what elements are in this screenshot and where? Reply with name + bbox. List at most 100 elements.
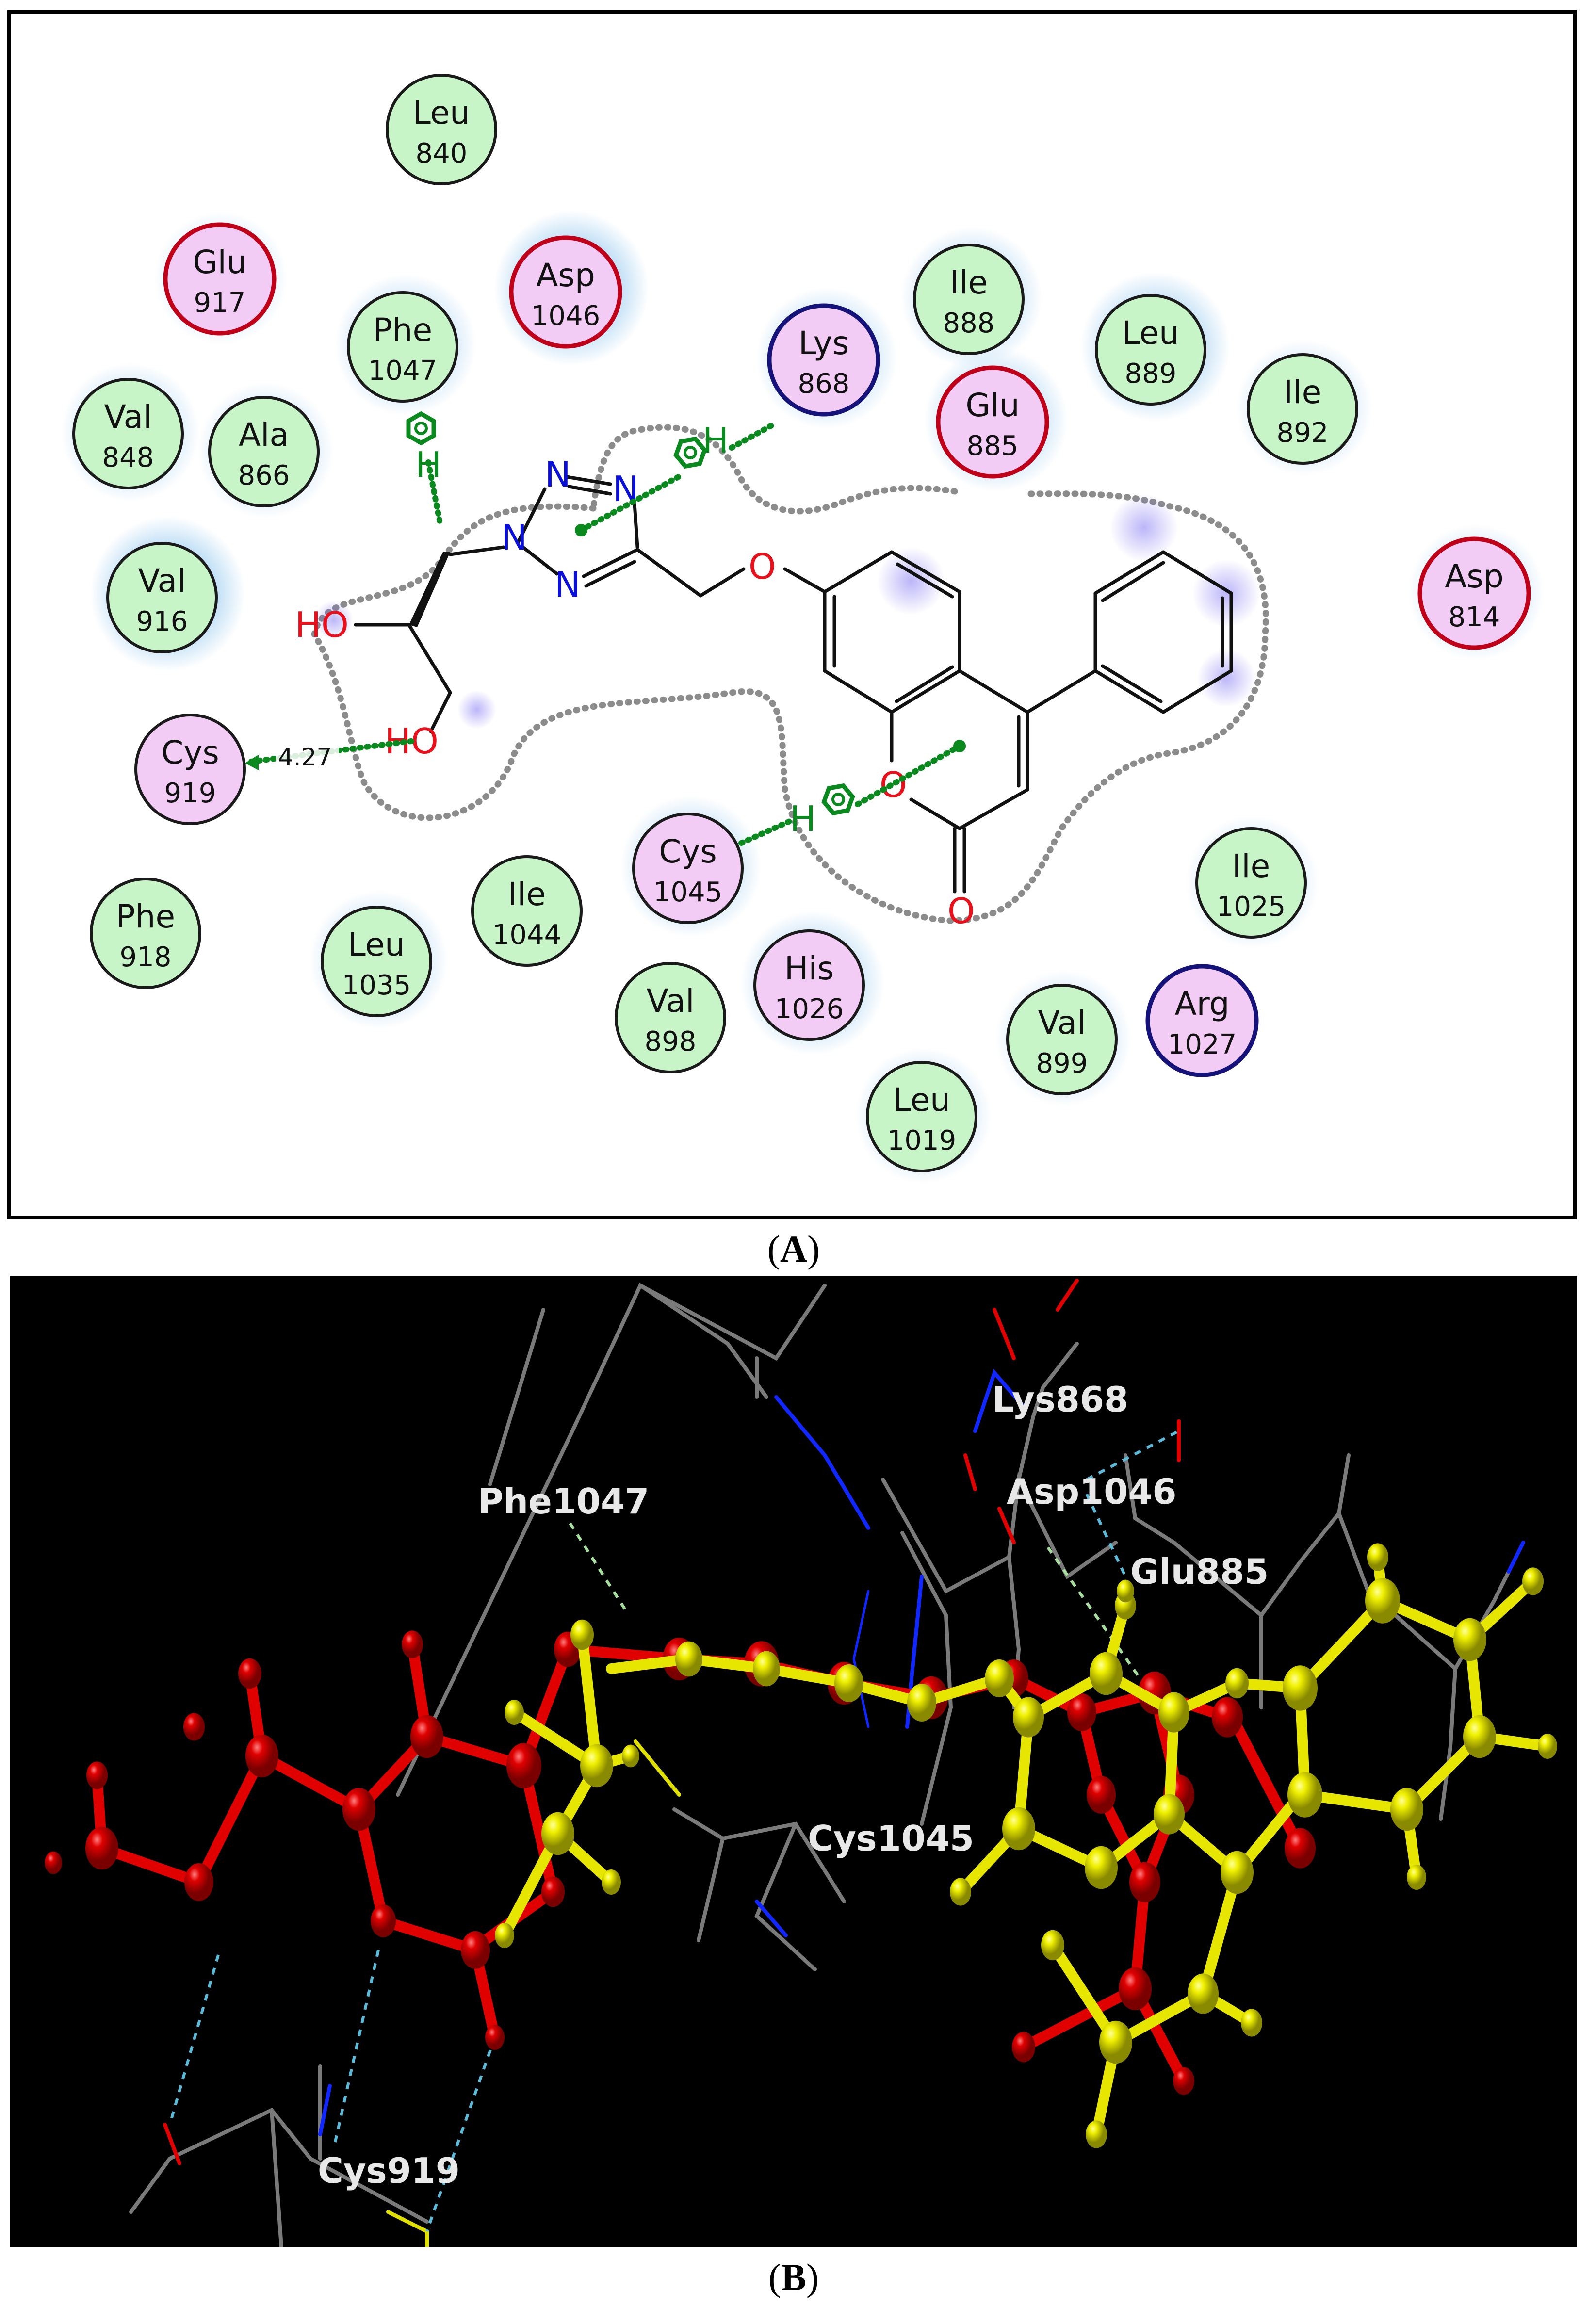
atom-hydroxyl: HO <box>295 604 349 645</box>
ligand-exposure-glows <box>314 494 1260 729</box>
residue-disc <box>471 855 583 967</box>
yellow-atom-sphere <box>834 1664 863 1702</box>
residue-name: Cys <box>161 734 219 771</box>
yellow-atom-sphere <box>1367 1543 1388 1571</box>
residue-name: Ile <box>508 876 546 913</box>
residue-name: Glu <box>193 244 246 281</box>
residue-number: 1044 <box>492 919 562 951</box>
residue-disc <box>321 906 432 1017</box>
residue-name: Leu <box>893 1081 950 1119</box>
red-atom-sphere <box>238 1658 261 1689</box>
hydrogen-label: H <box>790 798 816 839</box>
red-atom-sphere <box>1067 1693 1096 1731</box>
residue-disc <box>1006 984 1118 1095</box>
residue-disc <box>106 542 218 653</box>
residue-number: 1026 <box>775 993 844 1025</box>
residue-cys-1045: Cys1045 <box>632 813 744 924</box>
red-atom-sphere <box>541 1876 565 1907</box>
yellow-atom-sphere <box>1407 1865 1426 1890</box>
red-atom-sphere <box>506 1743 541 1788</box>
protein-heteroatom-sticks <box>163 1279 1525 2247</box>
panel-b-caption: (B) <box>768 2256 819 2298</box>
residue-number: 840 <box>416 138 468 169</box>
residue-leu-1035: Leu 1035 <box>321 906 432 1017</box>
label-cys919: Cys919 <box>318 2150 460 2191</box>
residue-disc <box>1145 964 1259 1077</box>
yellow-atom-sphere <box>753 1651 780 1687</box>
residue-disc <box>1417 536 1531 650</box>
residue-name: Leu <box>413 94 470 131</box>
residue-number: 1035 <box>342 970 411 1001</box>
interaction-endpoints <box>245 390 966 770</box>
residue-disc <box>90 878 201 989</box>
pi-ring-icon <box>406 411 436 446</box>
red-atom-sphere <box>45 1851 62 1874</box>
yellow-atom-sphere <box>1390 1788 1423 1831</box>
residue-number: 1025 <box>1217 891 1286 923</box>
residue-number: 866 <box>238 460 290 491</box>
protein-residue-sticks <box>129 1283 1511 2247</box>
pi-h-bond-lys868-2 <box>729 421 778 451</box>
residue-number: 1019 <box>887 1125 957 1156</box>
red-atom-sphere <box>1212 1697 1243 1738</box>
residue-number: 892 <box>1277 417 1329 449</box>
residue-name: Ile <box>1232 847 1270 885</box>
red-atom-sphere <box>1012 2032 1035 2063</box>
residue-disc <box>1195 827 1307 939</box>
interaction-diagram-canvas: N N N N O O O HO HO <box>61 74 1545 1184</box>
residue-number: 916 <box>136 606 188 637</box>
red-atom-sphere <box>183 1713 205 1741</box>
residue-disc <box>72 378 184 489</box>
atom-oxygen: O <box>947 891 975 931</box>
yellow-atom-sphere <box>505 1700 524 1725</box>
residue-disc <box>347 291 458 403</box>
yellow-atom-sphere <box>675 1641 702 1677</box>
yellow-atom-sphere <box>495 1923 514 1948</box>
label-glu885: Glu885 <box>1130 1551 1269 1592</box>
residue-name: Ile <box>950 264 988 301</box>
yellow-atom-sphere <box>1154 1794 1185 1835</box>
pi-ring-icon <box>821 783 855 816</box>
binding-pocket-outline <box>311 424 1269 924</box>
red-atom-sphere <box>184 1863 213 1901</box>
yellow-atom-sphere <box>1463 1715 1496 1758</box>
red-atom-sphere <box>1129 1862 1160 1902</box>
panel-a-caption: (A) <box>767 1228 820 1270</box>
yellow-atom-sphere <box>580 1744 613 1788</box>
residue-disc <box>913 244 1025 355</box>
ligand-structure <box>354 475 1233 894</box>
red-atom-sphere <box>1087 1776 1116 1814</box>
yellow-atom-sphere <box>1002 1807 1035 1851</box>
yellow-atom-sphere <box>1241 2009 1262 2037</box>
residue-disc <box>753 929 865 1041</box>
residue-leu-840: Leu 840 <box>386 74 497 185</box>
hydrogen-label: H <box>702 420 729 461</box>
residue-disc <box>615 962 726 1073</box>
residue-name: Val <box>1038 1004 1086 1041</box>
residue-name: Leu <box>348 926 405 963</box>
residue-name: Arg <box>1174 985 1229 1023</box>
yellow-atom-sphere <box>1221 1851 1254 1894</box>
red-atom-sphere <box>86 1761 108 1789</box>
panel-a-2d-interaction-diagram: N N N N O O O HO HO <box>7 10 1577 1219</box>
residue-number: 814 <box>1449 601 1500 633</box>
residue-number: 919 <box>164 778 216 809</box>
residue-disc <box>208 396 320 507</box>
red-atom-sphere <box>461 1931 490 1969</box>
residue-disc <box>386 74 497 185</box>
red-atom-sphere <box>402 1630 423 1658</box>
hydrogen-label: H <box>415 444 441 485</box>
yellow-atom-sphere <box>1158 1692 1189 1733</box>
residue-name: Lys <box>798 325 849 362</box>
yellow-atom-sphere <box>1365 1578 1400 1624</box>
residue-name: Cys <box>659 833 717 870</box>
red-atom-sphere <box>371 1904 396 1937</box>
residue-disc <box>163 222 277 336</box>
yellow-atom-sphere <box>1117 1579 1134 1603</box>
residue-name: Val <box>104 398 152 436</box>
residue-ile-1044: Ile 1044 <box>471 855 583 967</box>
